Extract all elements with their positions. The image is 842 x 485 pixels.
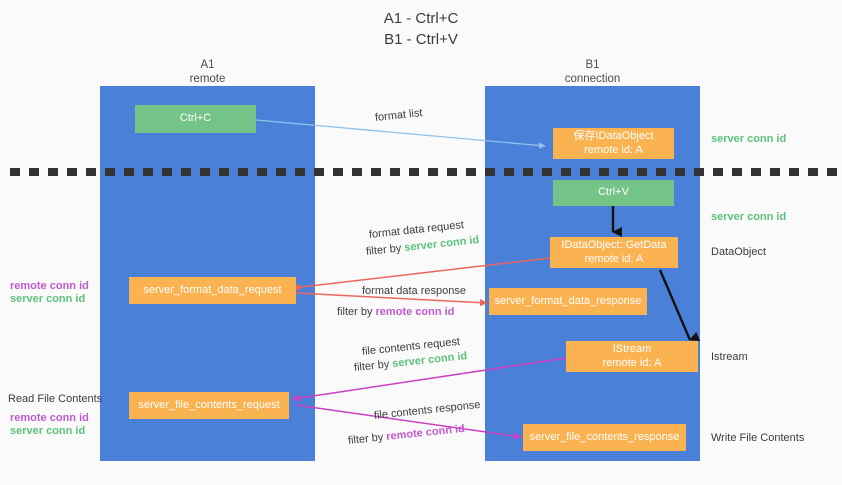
- node-ctrl-c-label: Ctrl+C: [179, 112, 212, 125]
- divider-dash: [200, 168, 210, 176]
- divider-dash: [637, 168, 647, 176]
- divider-dash: [333, 168, 343, 176]
- right-label-write-file-contents: Write File Contents: [711, 432, 805, 444]
- column-b1-name: B1: [585, 59, 600, 71]
- node-idataobject-getdata[interactable]: IDataObject::GetData remote id: A: [550, 237, 678, 268]
- divider-dash: [143, 168, 153, 176]
- left-label-read-file-contents: Read File Contents: [8, 393, 103, 405]
- node-server-format-data-request-label: server_format_data_request: [143, 283, 282, 296]
- arrow-format-data-response: [295, 292, 488, 307]
- arrow-file-contents-request: [292, 357, 567, 402]
- divider-dash: [542, 168, 552, 176]
- right-label-server-conn-id-1: server conn id: [711, 133, 787, 145]
- arrow-format-list: [255, 119, 546, 149]
- filter-by-text-1: filter by: [365, 242, 402, 258]
- divider-line: [0, 168, 842, 176]
- column-a1-name: A1: [200, 59, 215, 71]
- left-label-server-conn-id-2: server conn id: [10, 425, 86, 437]
- node-idataobject-getdata-line1: IDataObject::GetData: [561, 239, 667, 251]
- divider-dash: [162, 168, 172, 176]
- divider-dash: [827, 168, 837, 176]
- left-label-remote-conn-id-2: remote conn id: [10, 412, 89, 424]
- node-server-file-contents-response[interactable]: server_file_contents_response: [523, 424, 686, 451]
- node-idataobject-getdata-line2: remote id: A: [584, 252, 644, 265]
- right-label-istream: Istream: [711, 351, 748, 363]
- divider-dash: [523, 168, 533, 176]
- divider-dash: [219, 168, 229, 176]
- divider-dash: [257, 168, 267, 176]
- node-ctrl-v[interactable]: Ctrl+V: [553, 180, 674, 206]
- divider-dash: [599, 168, 609, 176]
- column-caption-b1: B1 connection: [485, 58, 700, 86]
- node-ctrl-v-label: Ctrl+V: [598, 186, 629, 199]
- edge-label-filter-by-2: filter by remote conn id: [337, 305, 454, 319]
- divider-dash: [409, 168, 419, 176]
- divider-dash: [105, 168, 115, 176]
- divider-dash: [181, 168, 191, 176]
- divider-dash: [580, 168, 590, 176]
- divider-dash: [466, 168, 476, 176]
- divider-dash: [371, 168, 381, 176]
- node-server-format-data-response[interactable]: server_format_data_response: [489, 288, 647, 315]
- edge-label-format-data-response: format data response: [362, 285, 466, 297]
- divider-dash: [428, 168, 438, 176]
- left-label-remote-conn-id-1: remote conn id: [10, 280, 89, 292]
- divider-dash: [447, 168, 457, 176]
- divider-dash: [732, 168, 742, 176]
- arrow-file-contents-response: [295, 404, 522, 440]
- node-server-file-contents-request[interactable]: server_file_contents_request: [129, 392, 289, 419]
- divider-dash: [314, 168, 324, 176]
- filter-target-remote-conn-id-2: remote conn id: [375, 306, 455, 318]
- divider-dash: [694, 168, 704, 176]
- node-server-file-contents-response-label: server_file_contents_response: [529, 430, 680, 443]
- divider-dash: [86, 168, 96, 176]
- divider-dash: [10, 168, 20, 176]
- divider-dash: [656, 168, 666, 176]
- divider-dash: [751, 168, 761, 176]
- node-server-format-data-request[interactable]: server_format_data_request: [129, 277, 296, 304]
- node-server-file-contents-request-label: server_file_contents_request: [138, 398, 280, 411]
- divider-dash: [276, 168, 286, 176]
- divider-dash: [390, 168, 400, 176]
- node-save-idataobject[interactable]: 保存IDataObject remote id: A: [553, 128, 674, 159]
- divider-dash: [352, 168, 362, 176]
- divider-dash: [504, 168, 514, 176]
- divider-dash: [485, 168, 495, 176]
- divider-dash: [675, 168, 685, 176]
- arrow-getdata-to-istream: [658, 269, 701, 342]
- node-ctrl-c[interactable]: Ctrl+C: [135, 105, 256, 133]
- title-line-1: A1 - Ctrl+C: [383, 10, 459, 27]
- filter-by-text-2: filter by: [337, 306, 373, 318]
- node-save-idataobject-line2: remote id: A: [584, 143, 643, 156]
- filter-by-text-4: filter by: [347, 431, 384, 447]
- divider-dash: [808, 168, 818, 176]
- page-title: A1 - Ctrl+C B1 - Ctrl+V: [0, 8, 842, 50]
- node-save-idataobject-line1: 保存IDataObject: [573, 130, 654, 142]
- right-label-server-conn-id-2: server conn id: [711, 211, 787, 223]
- node-server-format-data-response-label: server_format_data_response: [494, 294, 642, 307]
- node-istream-line1: IStream: [612, 343, 652, 355]
- column-a1-sub: remote: [189, 73, 226, 85]
- divider-dash: [124, 168, 134, 176]
- divider-dash: [561, 168, 571, 176]
- divider-dash: [295, 168, 305, 176]
- divider-dash: [238, 168, 248, 176]
- divider-dash: [713, 168, 723, 176]
- divider-dash: [618, 168, 628, 176]
- divider-dash: [789, 168, 799, 176]
- divider-dash: [29, 168, 39, 176]
- divider-dash: [67, 168, 77, 176]
- node-istream-line2: remote id: A: [602, 356, 662, 369]
- column-caption-a1: A1 remote: [100, 58, 315, 86]
- left-label-server-conn-id-1: server conn id: [10, 293, 86, 305]
- right-label-dataobject: DataObject: [711, 246, 767, 258]
- arrow-format-data-request: [292, 257, 551, 291]
- node-istream[interactable]: IStream remote id: A: [566, 341, 698, 372]
- divider-dash: [48, 168, 58, 176]
- title-line-2: B1 - Ctrl+V: [384, 31, 458, 48]
- column-b1-sub: connection: [564, 73, 621, 85]
- filter-by-text-3: filter by: [353, 358, 390, 374]
- divider-dash: [770, 168, 780, 176]
